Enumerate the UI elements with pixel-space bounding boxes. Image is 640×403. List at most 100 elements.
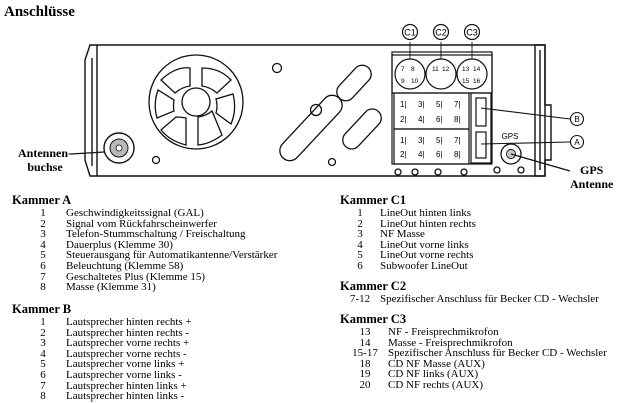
gps-socket	[500, 143, 571, 172]
pin-description: Lautsprecher hinten rechts +	[66, 316, 192, 328]
pin-description: Steuerausgang für Automatikantenne/Verst…	[66, 249, 278, 262]
pin-number: 5	[357, 249, 363, 262]
fan-grille	[148, 54, 244, 150]
lower-block-pin: 1|	[400, 136, 407, 145]
pin-number: 18	[359, 357, 371, 370]
pin-description: Lautsprecher vorne links -	[66, 368, 182, 381]
pin-description: Lautsprecher vorne links +	[66, 358, 185, 371]
pin-description: LineOut vorne links	[380, 238, 469, 251]
marker-a-label: A	[574, 138, 580, 147]
pin-description: LineOut vorne rechts	[380, 249, 474, 262]
kammer-a-heading: Kammer A	[12, 193, 72, 207]
pin-description: CD NF rechts (AUX)	[388, 378, 484, 391]
lower-block-pin: 8|	[454, 150, 461, 159]
pin-description: CD NF links (AUX)	[388, 368, 479, 381]
pin-number: 1	[357, 207, 363, 219]
page-title: Anschlüsse	[4, 4, 75, 20]
c3-pin-label: 13	[462, 66, 470, 73]
antenna-label: Antennen- buchse	[18, 146, 72, 174]
pin-number: 4	[357, 238, 363, 251]
list-item: 14 Masse - Freisprechmikrofon	[340, 336, 607, 349]
pin-description: Masse (Klemme 31)	[66, 281, 156, 294]
list-item: 7 Geschaltetes Plus (Klemme 15)	[12, 270, 277, 283]
pin-description: Subwoofer LineOut	[380, 259, 468, 272]
pin-description: Signal vom Rückfahrscheinwerfer	[66, 217, 217, 230]
upper-block-pin: 3|	[418, 100, 425, 109]
upper-block-pin: 8|	[454, 115, 461, 124]
connector-diagram: C1 C2 C3 7 8 9 10 11 12 13 14 15 16 1| 3…	[70, 23, 585, 177]
pin-number: 20	[359, 378, 371, 391]
kammer-c1-list: 1 LineOut hinten links 2 LineOut hinten re…	[340, 208, 476, 272]
list-item: 2 Signal vom Rückfahrscheinwerfer	[12, 217, 277, 230]
connector-c2-label: C2	[435, 28, 447, 38]
c1-pin-label: 9	[401, 78, 405, 85]
list-item: 5 Lautsprecher vorne links +	[12, 359, 192, 370]
gps-antenna-label: GPS Antenne	[570, 163, 613, 191]
pin-description: NF - Freisprechmikrofon	[388, 326, 499, 338]
pin-number: 4	[40, 238, 46, 251]
pin-description: CD NF Masse (AUX)	[388, 357, 485, 370]
pin-number: 2	[40, 217, 46, 230]
upper-block-pin: 4|	[418, 115, 425, 124]
lower-block-pin: 2|	[400, 150, 407, 159]
pin-description: Spezifischer Anschluss für Becker CD - W…	[380, 293, 599, 305]
connector-c3-label: C3	[466, 28, 478, 38]
housing-slots	[151, 62, 525, 176]
pin-number: 1	[40, 207, 46, 219]
list-item: 2 LineOut hinten rechts	[340, 217, 476, 230]
pin-number: 6	[357, 259, 363, 272]
gps-socket-text: GPS	[502, 132, 519, 141]
pin-number: 14	[359, 336, 371, 349]
antenna-label-line1: Antennen-	[18, 146, 73, 160]
pin-number: 8	[40, 390, 46, 403]
gps-label-line1: GPS	[580, 163, 604, 177]
pin-description: Masse - Freisprechmikrofon	[388, 336, 513, 349]
upper-block-pin: 7|	[454, 100, 461, 109]
pin-description: Geschaltetes Plus (Klemme 15)	[66, 270, 205, 283]
connector-block	[391, 51, 493, 165]
list-item: 13 NF - Freisprechmikrofon	[340, 327, 607, 338]
connector-c1-label: C1	[404, 28, 416, 38]
pin-number: 5	[40, 358, 46, 371]
c3-pin-label: 14	[473, 66, 481, 73]
pin-number: 7	[40, 379, 46, 392]
list-item: 1 LineOut hinten links	[340, 208, 476, 219]
kammer-b-heading: Kammer B	[12, 302, 72, 316]
pin-number: 3	[40, 337, 46, 350]
pin-number: 15-17	[352, 347, 378, 360]
c2-pin-label: 12	[442, 66, 450, 73]
upper-block-pin: 5|	[436, 100, 443, 109]
pin-description: LineOut hinten rechts	[380, 217, 476, 230]
pin-number: 2	[357, 217, 363, 230]
c-ports	[394, 23, 488, 90]
pin-number: 7	[40, 270, 46, 283]
radio-housing	[84, 44, 552, 177]
pin-description: Lautsprecher hinten links -	[66, 390, 185, 403]
pin-description: LineOut hinten links	[380, 207, 472, 219]
pin-number: 8	[40, 281, 46, 294]
pin-number: 3	[40, 228, 46, 241]
pin-description: Lautsprecher hinten links +	[66, 379, 187, 392]
gps-label-line2: Antenne	[570, 177, 614, 191]
c1-pin-label: 8	[411, 66, 415, 73]
lower-block-pin: 3|	[418, 136, 425, 145]
lower-block-pin: 6|	[436, 150, 443, 159]
upper-block-pin: 1|	[400, 100, 407, 109]
pin-description: Lautsprecher hinten rechts -	[66, 326, 190, 339]
kammer-c3-heading: Kammer C3	[340, 312, 407, 326]
list-item: 5 LineOut vorne rechts	[340, 250, 476, 261]
list-item: 4 LineOut vorne links	[340, 238, 476, 251]
lower-block-pin: 5|	[436, 136, 443, 145]
lower-block-pin: 7|	[454, 136, 461, 145]
pin-number: 13	[359, 326, 371, 338]
list-item: 8 Lautsprecher hinten links -	[12, 391, 192, 402]
marker-b-label: B	[574, 115, 579, 124]
chamber-markers	[480, 107, 585, 150]
